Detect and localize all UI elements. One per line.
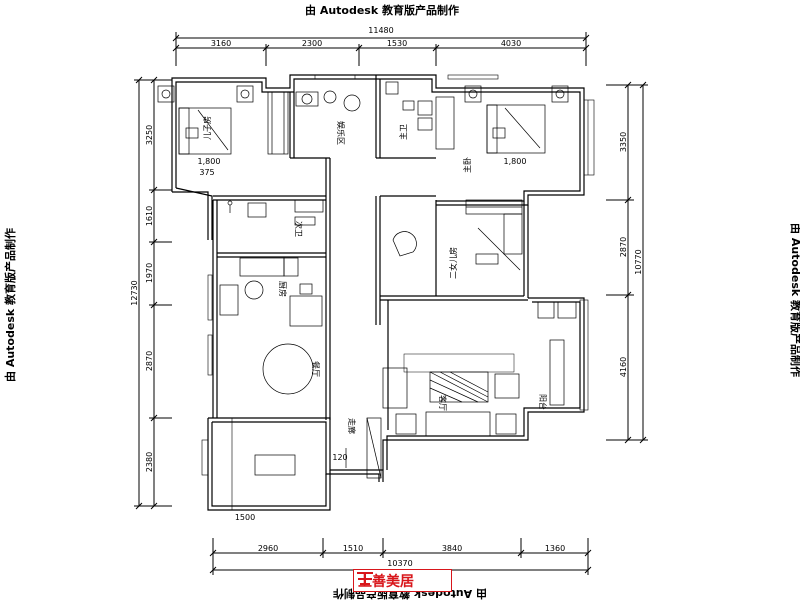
dim-small-3: 375 [199,168,214,177]
dim-left-2: 1610 [145,206,154,226]
label-dining: 餐厅 [311,361,320,377]
dim-right-3: 4160 [619,357,628,377]
label-master-bed: 主卧 [462,157,472,173]
label-corridor: 走廊 [347,418,357,434]
watermark-left: 由 Autodesk 教育版产品制作 [3,228,17,382]
bed-size-master: 1,800 [504,157,527,166]
dim-right-2: 2870 [619,237,628,257]
dim-right-1: 3350 [619,132,628,152]
dim-bottom-2: 1510 [343,544,363,553]
dimension-labels: 11480 3160 2300 1530 4030 2960 1510 3840… [130,26,643,568]
dim-bottom-1: 2960 [258,544,278,553]
dim-top-total: 11480 [368,26,393,35]
room-labels: 儿子房 娱乐区 主卫 主卧 次卫 二女儿房 厨房 餐厅 客厅 阳台 走廊 [202,116,548,434]
dim-left-5: 2380 [145,452,154,472]
dim-bottom-3: 3840 [442,544,462,553]
dim-left-total: 12730 [130,280,139,305]
dim-bottom-4: 1360 [545,544,565,553]
bed-size-child: 1,800 [198,157,221,166]
dim-bottom-total: 10370 [387,559,412,568]
label-living: 客厅 [438,395,448,411]
watermarks: 由 Autodesk 教育版产品制作 由 Autodesk 教育版产品制作 由 … [3,3,800,600]
brand-logo: 上善美居 [353,569,452,592]
label-master-bath: 主卫 [398,124,408,140]
dim-small-2: 120 [332,453,347,462]
dim-top-3: 1530 [387,39,407,48]
dim-small-1: 1500 [235,513,255,522]
left-dimensions [134,76,172,510]
dim-top-2: 2300 [302,39,322,48]
watermark-right: 由 Autodesk 教育版产品制作 [789,223,800,377]
dim-left-3: 1970 [145,263,154,283]
windows [201,74,595,476]
dim-right-total: 10770 [634,249,643,274]
dim-top-4: 4030 [501,39,521,48]
dim-top-1: 3160 [211,39,231,48]
logo-text: 上善美居 [358,573,414,590]
walls [171,74,585,511]
label-entertainment: 娱乐区 [336,121,346,145]
label-child-room: 儿子房 [202,116,212,140]
watermark-top: 由 Autodesk 教育版产品制作 [305,3,459,17]
label-daughter-room: 二女儿房 [448,247,458,279]
label-kitchen: 厨房 [278,281,288,297]
logo-mark-icon [357,572,373,585]
dim-left-4: 2870 [145,351,154,371]
furniture [157,81,577,479]
top-dimensions [172,32,590,66]
label-balcony: 阳台 [538,394,548,410]
dim-left-1: 3250 [145,125,154,145]
label-second-bath: 次卫 [294,221,304,237]
right-dimensions [606,81,648,444]
